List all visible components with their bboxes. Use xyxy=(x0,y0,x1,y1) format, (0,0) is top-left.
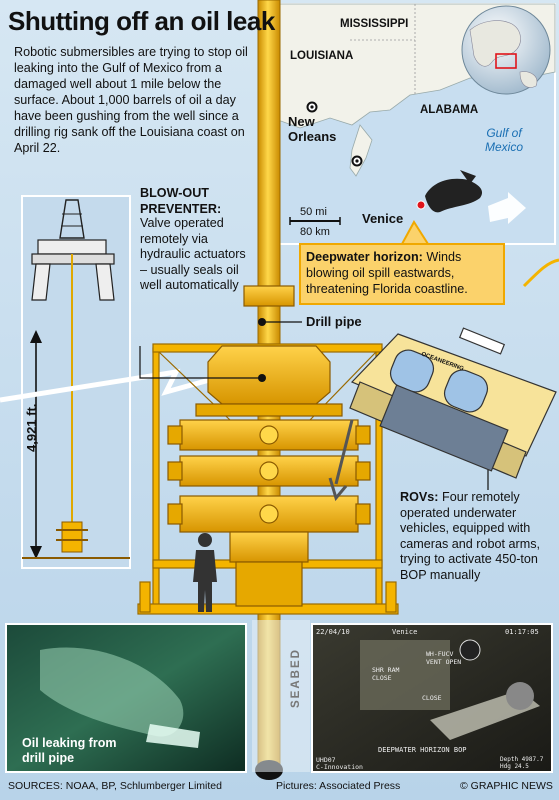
rov-body: Four remotely operated underwater vehicl… xyxy=(400,490,540,582)
map-label-gulf: Gulf of Mexico xyxy=(484,126,523,154)
annular-preventer xyxy=(207,345,331,405)
photo-right-hdg: Hdg 24.5 xyxy=(500,763,529,770)
photo-right-top-tag: Venice xyxy=(392,628,418,636)
photo-right-panel-c: CLOSE xyxy=(422,694,442,702)
rov-heading: ROVs: xyxy=(400,490,439,504)
rig-location-marker xyxy=(416,200,426,210)
photo-right-bottom-tag: UHD07 xyxy=(316,756,336,764)
photo-right-time: 01:17:05 xyxy=(505,628,539,636)
sources-credit: SOURCES: NOAA, BP, Schlumberger Limited xyxy=(8,780,222,792)
intro-paragraph: Robotic submersibles are trying to stop … xyxy=(14,45,248,155)
seabed-label: SEABED xyxy=(290,648,302,708)
blowout-heading: BLOW-OUT PREVENTER: xyxy=(140,186,222,216)
photo-right-depth: Depth 4987.7 xyxy=(500,756,544,763)
rov-callout: ROVs: Four remotely operated underwater … xyxy=(400,490,556,583)
depth-label: 4,921 ft. xyxy=(24,403,39,452)
photo-rov-camera xyxy=(311,623,553,773)
pictures-credit: Pictures: Associated Press xyxy=(276,780,401,792)
rov-robot-arm xyxy=(334,419,354,485)
globe-locator xyxy=(461,5,551,95)
deepwater-callout: Deepwater horizon: Winds blowing oil spi… xyxy=(306,249,502,297)
map-label-louisiana: LOUISIANA xyxy=(290,50,354,62)
seabed-strip xyxy=(252,620,310,772)
map-label-venice: Venice xyxy=(362,211,404,226)
map-label-new-orleans: New Orleans xyxy=(288,114,337,144)
map-label-mississippi: MISSISSIPPI xyxy=(340,18,409,30)
blowout-preventer xyxy=(167,285,371,607)
deepwater-callout-box xyxy=(299,220,505,305)
drill-pipe-label: Drill pipe xyxy=(306,314,362,329)
blowout-body: Valve operated remotely via hydraulic ac… xyxy=(140,216,246,292)
photo-right-panel-b: WH-FUCV VENT OPEN xyxy=(426,650,462,666)
wind-arrow xyxy=(488,192,526,224)
locator-box xyxy=(495,53,517,69)
page-title: Shutting off an oil leak xyxy=(8,6,275,36)
photo-right-label: DEEPWATER HORIZON BOP xyxy=(378,746,467,754)
map-scale-km: 80 km xyxy=(300,226,330,238)
photo-right-date: 22/04/10 xyxy=(316,628,350,636)
deepwater-body: Winds blowing oil spill eastwards, threa… xyxy=(306,250,468,296)
photo-right-company: C-Innovation xyxy=(316,763,363,771)
map-label-alabama: ALABAMA xyxy=(420,104,479,116)
deepwater-heading: Deepwater horizon: xyxy=(306,250,423,264)
graphic-news-credit: © GRAPHIC NEWS xyxy=(460,780,553,792)
oil-slick xyxy=(425,178,483,213)
rov-vehicle xyxy=(328,327,557,502)
map-scale-miles: 50 mi xyxy=(300,206,327,218)
photo-oil-leaking xyxy=(5,623,247,773)
photo-right-panel-a: SHR RAM CLOSE xyxy=(372,666,400,682)
photo-left-caption: Oil leaking from drill pipe xyxy=(22,736,117,765)
rov-tether xyxy=(522,258,559,288)
human-silhouette xyxy=(193,533,217,612)
oil-slick xyxy=(460,170,476,184)
